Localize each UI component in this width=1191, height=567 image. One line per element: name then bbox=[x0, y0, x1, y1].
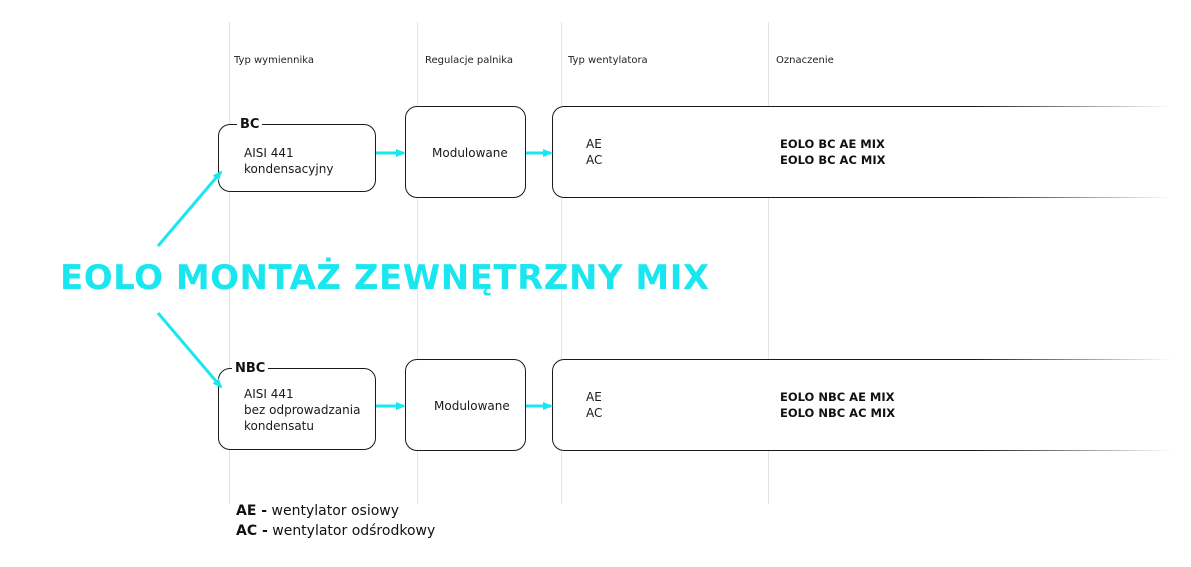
result-box-edge bbox=[972, 449, 1172, 451]
result-box-edge bbox=[972, 106, 1172, 108]
arrow-title-to-bc bbox=[156, 170, 223, 247]
exchanger-line: AISI 441 bbox=[244, 146, 294, 160]
fan-list-bc: AE AC bbox=[586, 136, 602, 168]
exchanger-box-nbc bbox=[218, 368, 376, 450]
fan-type: AC bbox=[586, 406, 603, 420]
burner-text-bc: Modulowane bbox=[432, 146, 508, 160]
category-label-bc: BC bbox=[237, 117, 263, 132]
exchanger-line: AISI 441 bbox=[244, 387, 294, 401]
exchanger-line: kondensatu bbox=[244, 419, 314, 433]
exchanger-line: kondensacyjny bbox=[244, 162, 334, 176]
product-code: EOLO NBC AC MIX bbox=[780, 406, 896, 420]
column-header-designation: Oznaczenie bbox=[776, 55, 834, 66]
fan-type: AC bbox=[586, 153, 603, 167]
column-divider bbox=[417, 22, 418, 504]
product-code: EOLO BC AC MIX bbox=[780, 153, 886, 167]
product-code: EOLO NBC AE MIX bbox=[780, 390, 895, 404]
result-box-nbc bbox=[552, 359, 972, 451]
burner-box-nbc bbox=[405, 359, 526, 451]
fan-type: AE bbox=[586, 137, 602, 151]
exchanger-text-nbc: AISI 441 bez odprowadzania kondensatu bbox=[244, 386, 360, 434]
column-divider bbox=[229, 22, 230, 504]
column-header-fan: Typ wentylatora bbox=[568, 55, 648, 66]
legend: AE - wentylator osiowy AC - wentylator o… bbox=[236, 501, 435, 541]
result-box-bc bbox=[552, 106, 972, 198]
exchanger-line: bez odprowadzania bbox=[244, 403, 361, 417]
category-label-nbc: NBC bbox=[232, 361, 269, 376]
burner-box-bc bbox=[405, 106, 526, 198]
burner-text-nbc: Modulowane bbox=[434, 399, 510, 413]
legend-text: wentylator odśrodkowy bbox=[272, 523, 436, 539]
legend-item: AE - wentylator osiowy bbox=[236, 501, 435, 521]
column-header-burner: Regulacje palnika bbox=[425, 55, 513, 66]
legend-text: wentylator osiowy bbox=[271, 503, 400, 519]
legend-abbr: AC - bbox=[236, 523, 268, 539]
column-header-exchanger: Typ wymiennika bbox=[234, 55, 314, 66]
product-code: EOLO BC AE MIX bbox=[780, 137, 885, 151]
result-box-edge bbox=[972, 359, 1172, 361]
code-list-nbc: EOLO NBC AE MIX EOLO NBC AC MIX bbox=[780, 389, 895, 421]
diagram-title: EOLO MONTAŻ ZEWNĘTRZNY MIX bbox=[60, 258, 710, 298]
exchanger-box-bc bbox=[218, 124, 376, 192]
legend-abbr: AE - bbox=[236, 503, 268, 519]
fan-list-nbc: AE AC bbox=[586, 389, 602, 421]
column-divider bbox=[561, 22, 562, 504]
arrow-title-to-nbc bbox=[156, 312, 223, 389]
legend-item: AC - wentylator odśrodkowy bbox=[236, 521, 435, 541]
fan-type: AE bbox=[586, 390, 602, 404]
column-divider bbox=[768, 22, 769, 504]
code-list-bc: EOLO BC AE MIX EOLO BC AC MIX bbox=[780, 136, 885, 168]
exchanger-text-bc: AISI 441 kondensacyjny bbox=[244, 145, 333, 177]
result-box-edge bbox=[972, 196, 1172, 198]
